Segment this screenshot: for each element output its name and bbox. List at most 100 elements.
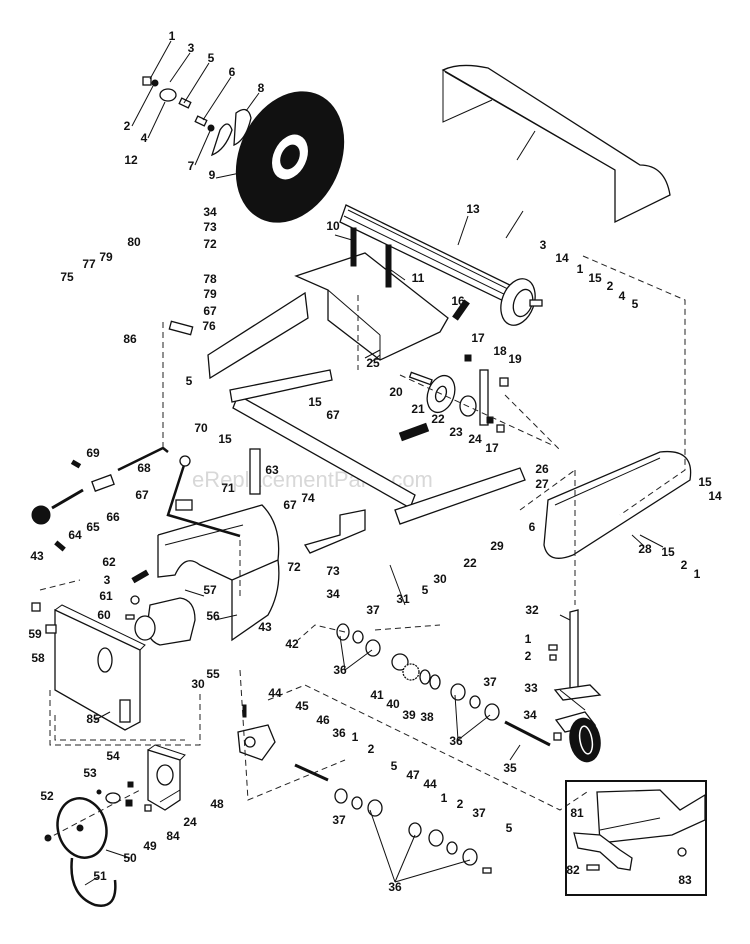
callout-part-58: 58 [31, 651, 45, 665]
callout-part-5: 5 [506, 821, 513, 835]
deflector-plate-part [294, 227, 449, 361]
main-frame-part [229, 369, 526, 525]
callout-part-57: 57 [203, 583, 217, 597]
callout-part-37: 37 [332, 813, 346, 827]
pulley-part [44, 781, 152, 907]
callout-part-23: 23 [449, 425, 463, 439]
callout-part-2: 2 [607, 279, 614, 293]
callout-part-64: 64 [68, 528, 82, 542]
callout-part-18: 18 [493, 344, 507, 358]
callout-part-2: 2 [124, 119, 131, 133]
callout-part-13: 13 [466, 202, 480, 216]
callout-part-11: 11 [412, 271, 425, 285]
callout-part-78: 78 [203, 272, 217, 286]
callout-part-1: 1 [352, 730, 359, 744]
callout-part-56: 56 [206, 609, 220, 623]
callout-part-41: 41 [370, 688, 384, 702]
callout-part-81: 81 [570, 806, 584, 820]
callout-part-67: 67 [203, 304, 217, 318]
callout-part-4: 4 [141, 131, 148, 145]
callout-part-68: 68 [137, 461, 151, 475]
callout-part-36: 36 [388, 880, 402, 894]
callout-part-16: 16 [451, 294, 465, 308]
caster-wheel-part [548, 609, 602, 763]
callout-part-79: 79 [99, 250, 113, 264]
callout-part-29: 29 [490, 539, 504, 553]
callout-part-34: 34 [523, 708, 537, 722]
callout-part-75: 75 [60, 270, 74, 284]
callout-part-19: 19 [508, 352, 522, 366]
callout-part-27: 27 [535, 477, 549, 491]
callout-part-9: 9 [209, 168, 216, 182]
callout-part-1: 1 [525, 632, 532, 646]
leader-lines [84, 210, 664, 886]
callout-part-14: 14 [555, 251, 569, 265]
callout-part-44: 44 [423, 777, 437, 791]
callout-part-1: 1 [694, 567, 701, 581]
callout-part-1: 1 [577, 262, 584, 276]
callout-part-59: 59 [28, 627, 42, 641]
gear-case-part [237, 704, 329, 782]
callout-part-2: 2 [457, 797, 464, 811]
callout-part-45: 45 [295, 699, 309, 713]
callout-part-5: 5 [422, 583, 429, 597]
callout-part-12: 12 [124, 153, 138, 167]
callout-part-24: 24 [468, 432, 482, 446]
lever-handle-part [31, 459, 115, 552]
callout-part-50: 50 [123, 851, 137, 865]
callout-part-63: 63 [265, 463, 279, 477]
callout-part-55: 55 [206, 667, 220, 681]
callout-part-15: 15 [588, 271, 602, 285]
callout-part-33: 33 [524, 681, 538, 695]
callout-part-17: 17 [471, 331, 485, 345]
callout-part-61: 61 [99, 589, 113, 603]
callout-part-30: 30 [191, 677, 205, 691]
callout-part-51: 51 [93, 869, 107, 883]
callout-part-37: 37 [366, 603, 380, 617]
callout-part-79: 79 [203, 287, 217, 301]
callout-part-85: 85 [86, 712, 100, 726]
callout-part-52: 52 [40, 789, 54, 803]
callout-part-3: 3 [188, 41, 195, 55]
callout-part-40: 40 [386, 697, 400, 711]
callout-part-2: 2 [681, 558, 688, 572]
callout-part-62: 62 [102, 555, 116, 569]
callout-part-2: 2 [368, 742, 375, 756]
callout-part-15: 15 [661, 545, 675, 559]
callout-part-83: 83 [678, 873, 692, 887]
callout-part-54: 54 [106, 749, 120, 763]
callout-part-22: 22 [463, 556, 477, 570]
callout-part-38: 38 [420, 710, 434, 724]
callout-part-43: 43 [258, 620, 272, 634]
callout-part-37: 37 [472, 806, 486, 820]
callout-part-17: 17 [485, 441, 499, 455]
callout-part-3: 3 [104, 573, 111, 587]
callout-part-74: 74 [301, 491, 315, 505]
inset-detail-box [565, 780, 707, 896]
callout-part-77: 77 [82, 257, 96, 271]
brush-hub-hardware [131, 40, 260, 166]
callout-part-73: 73 [203, 220, 217, 234]
callout-part-43: 43 [30, 549, 44, 563]
callout-part-1: 1 [169, 29, 176, 43]
callout-part-44: 44 [268, 686, 282, 700]
callout-part-14: 14 [708, 489, 722, 503]
callout-part-36: 36 [332, 726, 346, 740]
callout-part-7: 7 [188, 159, 195, 173]
callout-part-2: 2 [525, 649, 532, 663]
callout-part-28: 28 [638, 542, 652, 556]
callout-part-31: 31 [396, 592, 410, 606]
callout-part-15: 15 [218, 432, 232, 446]
callout-part-20: 20 [389, 385, 403, 399]
callout-part-72: 72 [203, 237, 217, 251]
callout-part-86: 86 [123, 332, 137, 346]
callout-part-6: 6 [229, 65, 236, 79]
callout-part-5: 5 [186, 374, 193, 388]
callout-part-3: 3 [540, 238, 547, 252]
callout-part-53: 53 [83, 766, 97, 780]
callout-part-34: 34 [203, 205, 217, 219]
callout-part-47: 47 [406, 768, 420, 782]
callout-part-21: 21 [411, 402, 425, 416]
bracket-part [303, 509, 366, 554]
